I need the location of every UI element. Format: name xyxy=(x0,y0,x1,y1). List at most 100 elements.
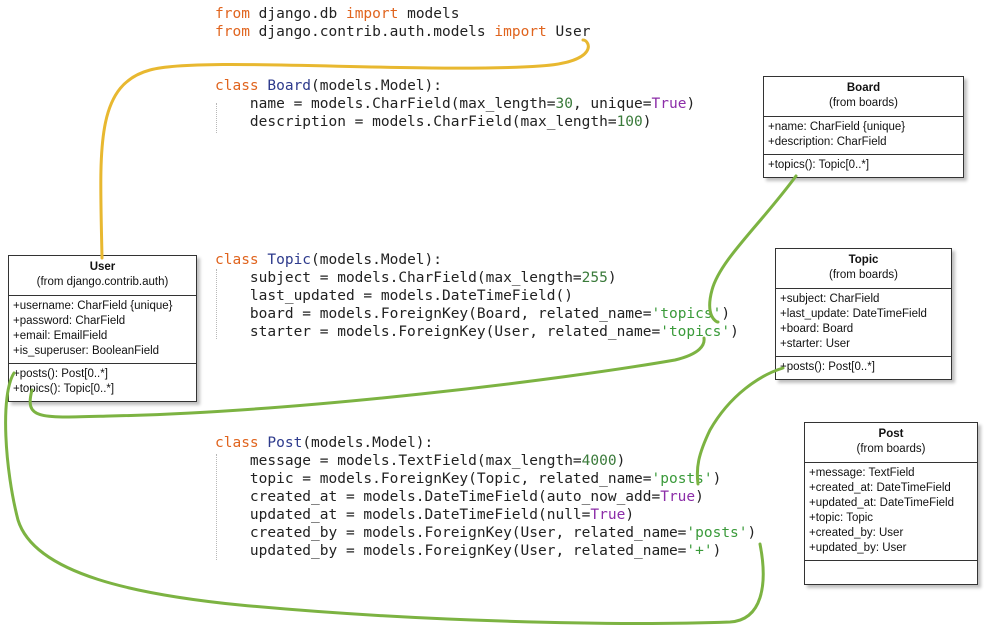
code-keyword: import xyxy=(494,24,547,40)
uml-attribute: +username: CharField {unique} xyxy=(13,300,173,312)
code-token: 30 xyxy=(555,96,573,112)
code-token: created_at = models.DateTimeField(auto_n… xyxy=(215,489,661,505)
uml-attribute: +starter: User xyxy=(780,338,850,350)
code-token: updated_at = models.DateTimeField(null= xyxy=(215,507,591,523)
uml-package: (from django.contrib.auth) xyxy=(36,276,169,288)
uml-attributes: +username: CharField {unique} +password: … xyxy=(9,296,196,364)
uml-attribute: +created_by: User xyxy=(809,527,904,539)
uml-methods: +posts(): Post[0..*] xyxy=(776,357,951,379)
code-token: ) xyxy=(712,471,722,487)
code-token: Post xyxy=(267,435,303,451)
code-token: '+' xyxy=(686,543,713,559)
code-line: last_updated = models.DateTimeField() xyxy=(215,287,739,305)
uml-attribute: +board: Board xyxy=(780,323,854,335)
code-token: 'posts' xyxy=(651,471,713,487)
code-token: board = models.ForeignKey(Board, related… xyxy=(215,306,652,322)
code-token: 255 xyxy=(581,270,608,286)
code-token: updated_by = models.ForeignKey(User, rel… xyxy=(215,543,687,559)
code-token: name = models.CharField(max_length= xyxy=(215,96,556,112)
code-token: (models.Model): xyxy=(302,435,434,451)
uml-attribute: +password: CharField xyxy=(13,315,126,327)
code-token: ) xyxy=(642,114,652,130)
user-import-connector xyxy=(99,38,590,260)
code-line: message = models.TextField(max_length=40… xyxy=(215,452,756,470)
code-token: (models.Model): xyxy=(311,252,442,268)
uml-class-name: Post xyxy=(878,428,904,440)
uml-class-topic: Topic (from boards) +subject: CharField +la… xyxy=(775,248,952,380)
code-token: last_updated = models.DateTimeField() xyxy=(215,288,573,304)
code-imported-name: User xyxy=(555,24,591,40)
code-token: message = models.TextField(max_length= xyxy=(215,453,582,469)
uml-attribute: +message: TextField xyxy=(809,467,915,479)
uml-attribute: +created_at: DateTimeField xyxy=(809,482,951,494)
uml-attribute: +description: CharField xyxy=(768,136,887,148)
code-line-import-auth: from django.contrib.auth.models import U… xyxy=(215,23,590,41)
uml-class-user: User(from django.contrib.auth)+username:… xyxy=(8,255,197,402)
code-indent-guide-topic xyxy=(216,269,217,339)
uml-class-name: Board xyxy=(846,82,881,94)
code-token: 4000 xyxy=(581,453,617,469)
code-line: created_at = models.DateTimeField(auto_n… xyxy=(215,488,756,506)
uml-method: +posts(): Post[0..*] xyxy=(780,361,875,373)
code-token: ) xyxy=(730,324,739,340)
uml-attribute: +is_superuser: BooleanField xyxy=(13,345,160,357)
code-line: class Post(models.Model): xyxy=(215,434,756,452)
code-line: subject = models.CharField(max_length=25… xyxy=(215,269,739,287)
code-keyword: import xyxy=(345,6,399,22)
code-token: ) xyxy=(625,507,635,523)
code-class-topic: class Topic(models.Model): subject = mod… xyxy=(215,251,739,341)
uml-method: +topics(): Topic[0..*] xyxy=(768,159,870,171)
uml-attributes: +message: TextField +created_at: DateTime… xyxy=(805,463,977,561)
uml-method: +topics(): Topic[0..*] xyxy=(13,383,115,395)
code-line: class Board(models.Model): xyxy=(215,77,695,95)
code-line: starter = models.ForeignKey(User, relate… xyxy=(215,323,739,341)
uml-header: Post(from boards) xyxy=(805,423,977,463)
code-line: created_by = models.ForeignKey(User, rel… xyxy=(215,524,756,542)
code-token: ) xyxy=(747,525,757,541)
code-token: ) xyxy=(721,306,731,322)
uml-attributes: +name: CharField {unique} +description: C… xyxy=(764,117,963,155)
code-line: board = models.ForeignKey(Board, related… xyxy=(215,305,739,323)
code-token: ) xyxy=(695,489,704,505)
code-token: class xyxy=(215,252,259,268)
code-line: class Topic(models.Model): xyxy=(215,251,739,269)
code-module: django.contrib.auth.models xyxy=(258,24,486,40)
code-token: 'topics' xyxy=(651,306,722,322)
code-token: description = models.CharField(max_lengt… xyxy=(215,114,617,130)
code-token: topic = models.ForeignKey(Topic, related… xyxy=(215,471,652,487)
uml-attribute: +email: EmailField xyxy=(13,330,108,342)
code-token: class xyxy=(215,435,259,451)
uml-attribute: +updated_at: DateTimeField xyxy=(809,497,955,509)
uml-attribute: +name: CharField {unique} xyxy=(768,121,906,133)
code-module: django.db xyxy=(258,6,338,22)
code-token: subject = models.CharField(max_length= xyxy=(215,270,582,286)
code-token: ) xyxy=(607,270,617,286)
uml-header: User(from django.contrib.auth) xyxy=(9,256,196,296)
code-token: 100 xyxy=(616,114,643,130)
uml-attribute: +subject: CharField xyxy=(780,293,880,305)
uml-class-name: Topic xyxy=(848,254,879,266)
code-token: ) xyxy=(616,453,626,469)
code-line: updated_by = models.ForeignKey(User, rel… xyxy=(215,542,756,560)
uml-package: (from boards) xyxy=(828,97,899,109)
code-line: description = models.CharField(max_lengt… xyxy=(215,113,695,131)
uml-attribute: +last_update: DateTimeField xyxy=(780,308,927,320)
code-keyword: from xyxy=(215,24,250,40)
code-token: Topic xyxy=(267,252,312,268)
uml-header: Board (from boards) xyxy=(764,77,963,117)
uml-attribute: +topic: Topic xyxy=(809,512,874,524)
uml-methods: +topics(): Topic[0..*] xyxy=(764,155,963,177)
code-token: True xyxy=(660,489,696,505)
code-token: starter = models.ForeignKey(User, relate… xyxy=(215,324,661,340)
code-token: 'posts' xyxy=(686,525,748,541)
code-imported-name: models xyxy=(407,6,460,22)
uml-package: (from boards) xyxy=(828,269,899,281)
code-keyword: from xyxy=(215,6,250,22)
code-line: topic = models.ForeignKey(Topic, related… xyxy=(215,470,756,488)
code-class-board: class Board(models.Model): name = models… xyxy=(215,77,695,131)
uml-class-board: Board (from boards) +name: CharField {uniq… xyxy=(763,76,964,178)
code-line: name = models.CharField(max_length=30, u… xyxy=(215,95,695,113)
code-token: class xyxy=(215,78,259,94)
code-token: (models.Model): xyxy=(311,78,442,94)
